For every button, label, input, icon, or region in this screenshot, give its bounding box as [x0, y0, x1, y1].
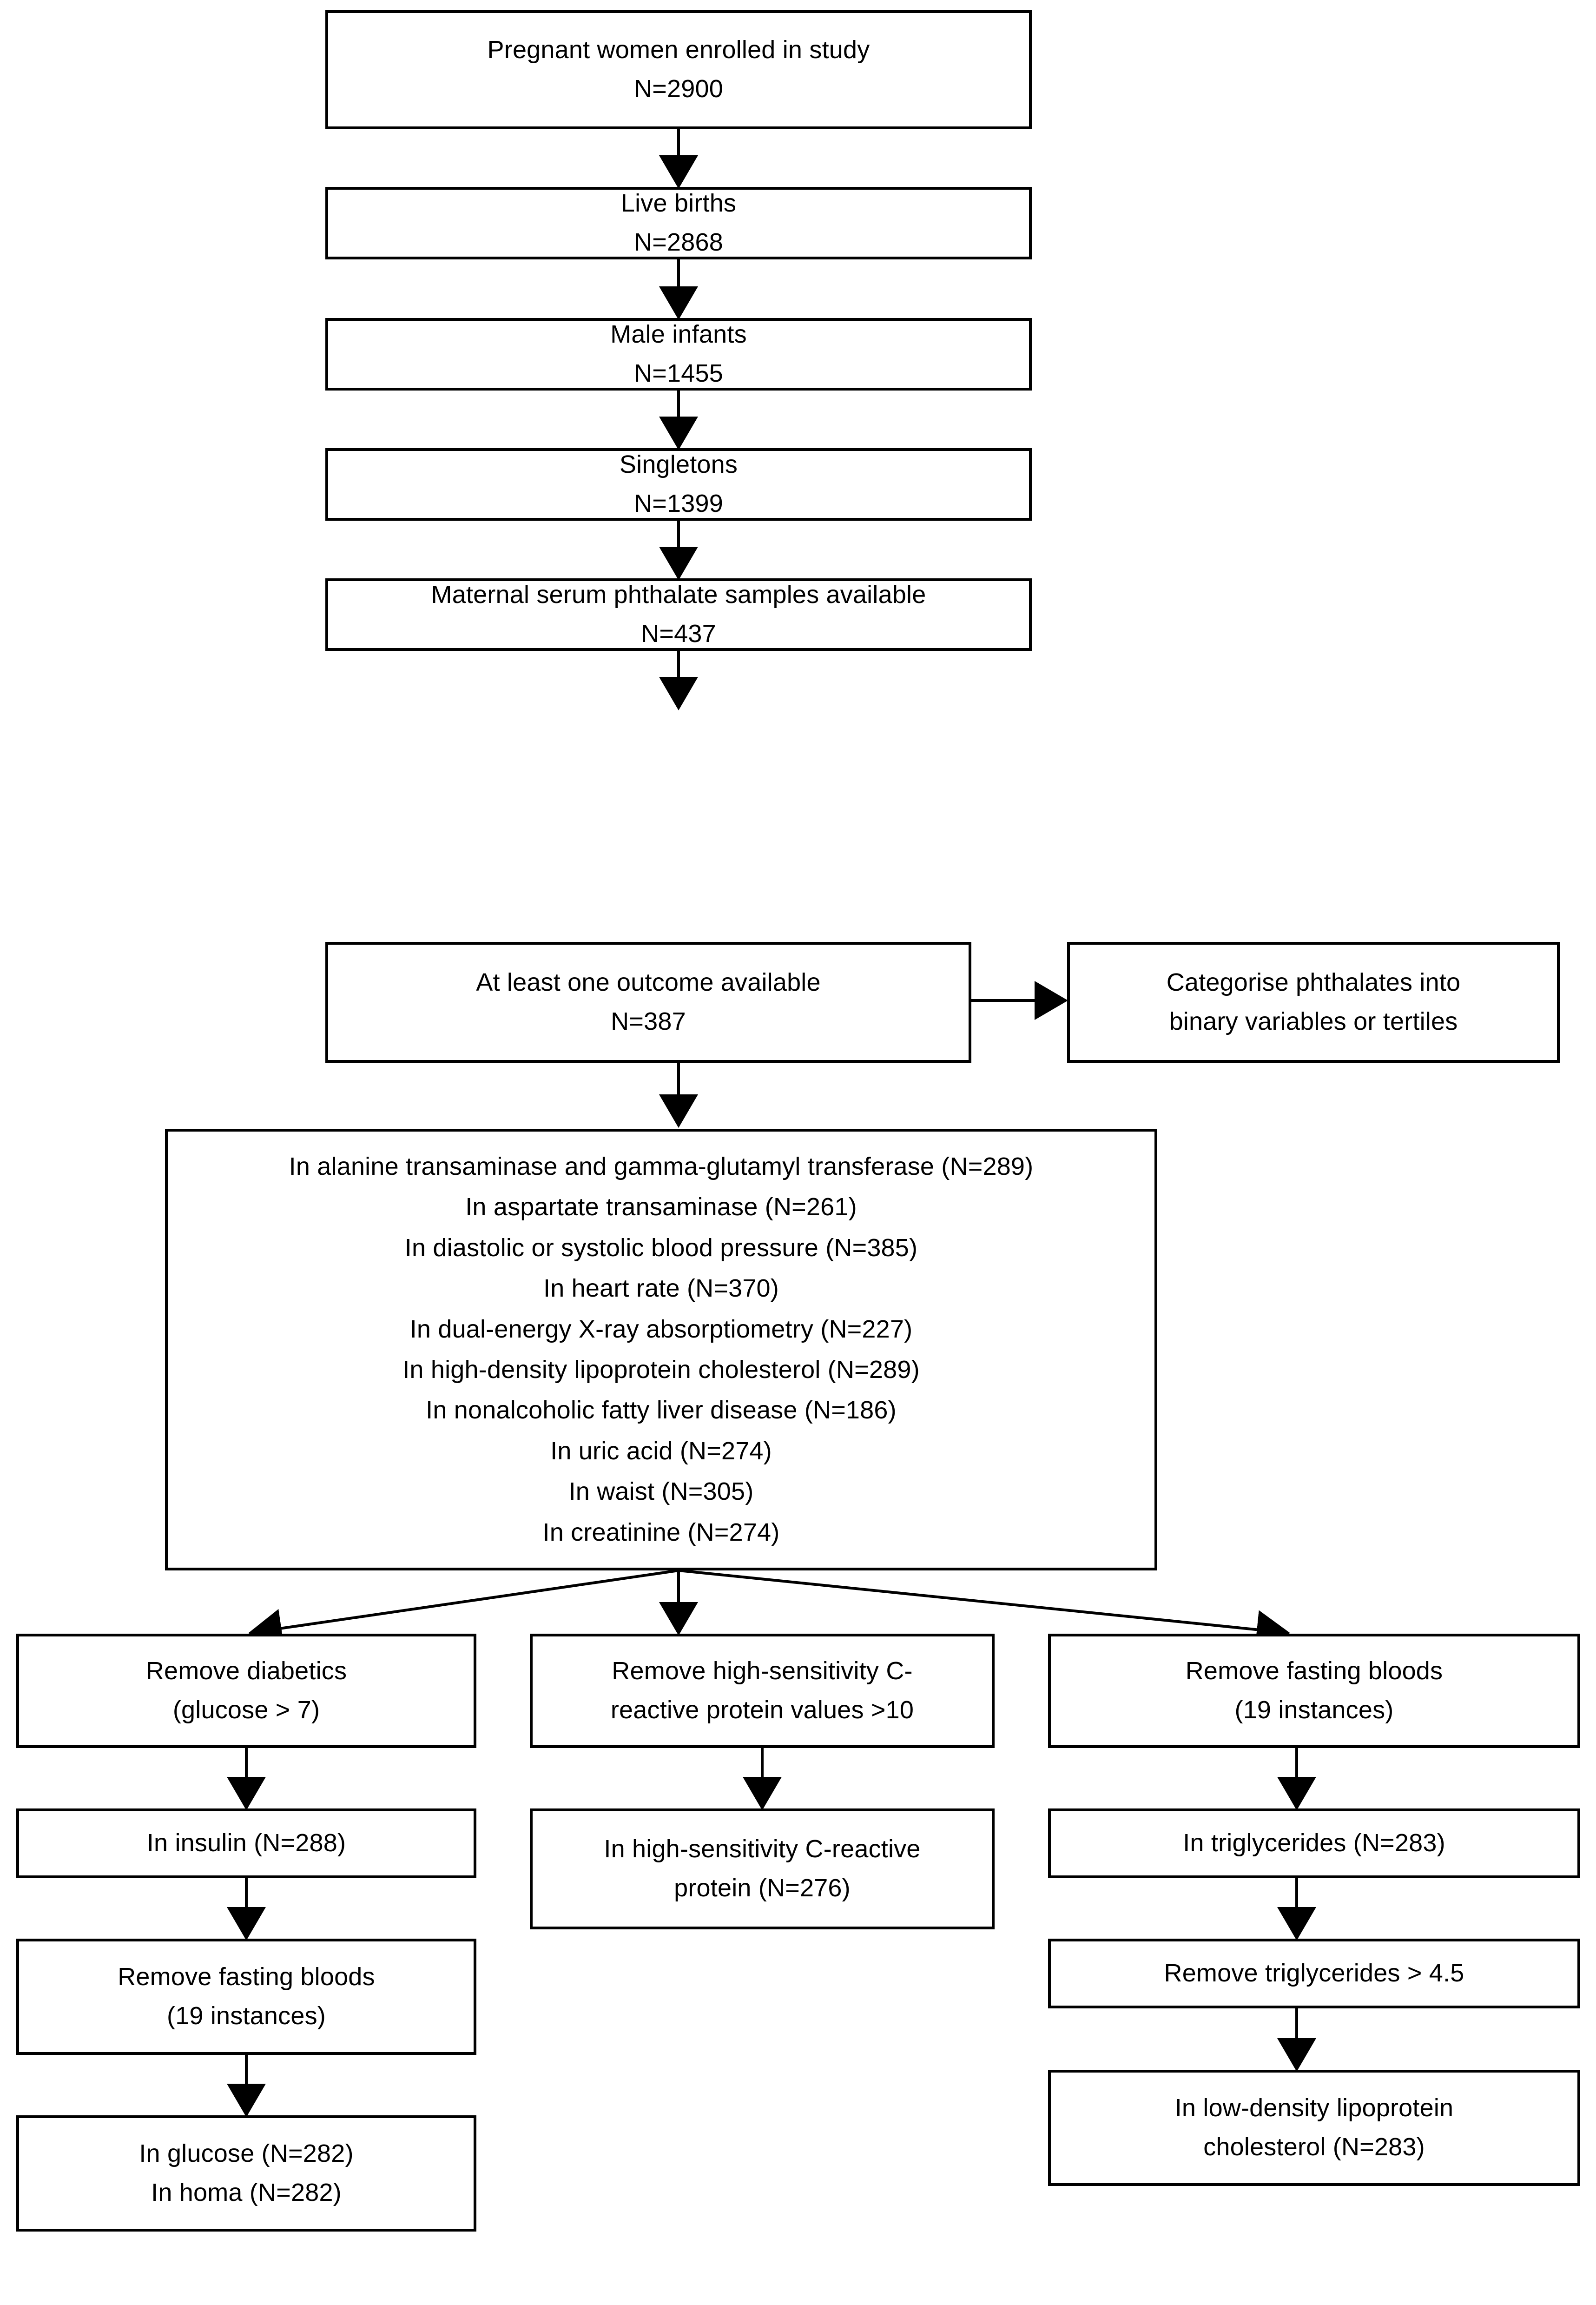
- node-categorise: Categorise phthalates into binary variab…: [1067, 942, 1560, 1063]
- node-outcomes-list: In alanine transaminase and gamma-glutam…: [165, 1129, 1157, 1570]
- node-crp-line1: In high-sensitivity C-reactive: [604, 1835, 921, 1863]
- node-singletons-line1: Singletons: [619, 450, 738, 479]
- node-crp: In high-sensitivity C-reactive protein (…: [530, 1808, 995, 1929]
- outcome-line: In waist (N=305): [568, 1477, 754, 1506]
- node-enrolled: Pregnant women enrolled in study N=2900: [325, 10, 1032, 129]
- outcome-line: In aspartate transaminase (N=261): [465, 1193, 857, 1221]
- node-remove-crp-line2: reactive protein values >10: [610, 1696, 914, 1724]
- node-male-infants-line2: N=1455: [634, 359, 723, 387]
- node-remove-fasting-left: Remove fasting bloods (19 instances): [16, 1939, 476, 2055]
- outcome-line: In heart rate (N=370): [543, 1274, 779, 1303]
- node-crp-line2: protein (N=276): [674, 1874, 851, 1902]
- node-singletons: Singletons N=1399: [325, 448, 1032, 521]
- outcome-line: In dual-energy X-ray absorptiometry (N=2…: [409, 1315, 913, 1343]
- node-glucose-homa-line2: In homa (N=282): [151, 2179, 342, 2206]
- outcome-line: In high-density lipoprotein cholesterol …: [402, 1356, 920, 1384]
- node-ldl-line1: In low-density lipoprotein: [1174, 2094, 1454, 2122]
- node-outcome-available-line2: N=387: [611, 1007, 686, 1035]
- node-remove-diabetics-line2: (glucose > 7): [172, 1696, 320, 1724]
- node-categorise-line2: binary variables or tertiles: [1169, 1007, 1458, 1035]
- node-live-births: Live births N=2868: [325, 187, 1032, 259]
- node-glucose-homa: In glucose (N=282) In homa (N=282): [16, 2115, 476, 2232]
- node-live-births-line2: N=2868: [634, 228, 723, 256]
- node-ldl: In low-density lipoprotein cholesterol (…: [1048, 2070, 1580, 2186]
- node-remove-fasting-left-line2: (19 instances): [167, 2002, 326, 2030]
- edge-outcomes-list-to-remove-diabetics: [248, 1569, 679, 1648]
- node-enrolled-line1: Pregnant women enrolled in study: [487, 36, 870, 64]
- node-remove-trig: Remove triglycerides > 4.5: [1048, 1939, 1580, 2008]
- node-remove-trig-line1: Remove triglycerides > 4.5: [1164, 1959, 1464, 1987]
- node-phthalate-samples-line2: N=437: [641, 620, 716, 648]
- node-outcome-available-line1: At least one outcome available: [476, 968, 821, 997]
- node-remove-fasting-right-line1: Remove fasting bloods: [1185, 1657, 1443, 1685]
- node-categorise-line1: Categorise phthalates into: [1166, 968, 1461, 997]
- node-ldl-line2: cholesterol (N=283): [1203, 2133, 1425, 2161]
- outcome-line: In uric acid (N=274): [550, 1437, 772, 1465]
- node-outcome-available: At least one outcome available N=387: [325, 942, 971, 1063]
- node-male-infants: Male infants N=1455: [325, 318, 1032, 391]
- node-insulin-line1: In insulin (N=288): [146, 1829, 346, 1857]
- outcome-line: In alanine transaminase and gamma-glutam…: [289, 1152, 1034, 1180]
- node-phthalate-samples: Maternal serum phthalate samples availab…: [325, 578, 1032, 651]
- node-remove-diabetics-line1: Remove diabetics: [145, 1657, 347, 1685]
- node-male-infants-line1: Male infants: [610, 320, 747, 349]
- node-triglycerides-line1: In triglycerides (N=283): [1183, 1829, 1445, 1857]
- node-remove-diabetics: Remove diabetics (glucose > 7): [16, 1634, 476, 1748]
- outcome-line: In creatinine (N=274): [542, 1518, 780, 1546]
- node-phthalate-samples-line1: Maternal serum phthalate samples availab…: [431, 581, 926, 609]
- edge-outcomes-list-to-remove-fasting-right: [678, 1569, 1290, 1649]
- node-triglycerides: In triglycerides (N=283): [1048, 1808, 1580, 1878]
- node-live-births-line1: Live births: [620, 189, 737, 218]
- node-glucose-homa-line1: In glucose (N=282): [139, 2139, 354, 2168]
- node-remove-crp: Remove high-sensitivity C- reactive prot…: [530, 1634, 995, 1748]
- node-remove-crp-line1: Remove high-sensitivity C-: [612, 1657, 913, 1685]
- node-remove-fasting-left-line1: Remove fasting bloods: [118, 1963, 375, 1991]
- node-insulin: In insulin (N=288): [16, 1808, 476, 1878]
- node-singletons-line2: N=1399: [634, 490, 723, 517]
- outcome-line: In diastolic or systolic blood pressure …: [404, 1233, 918, 1262]
- node-remove-fasting-right-line2: (19 instances): [1234, 1696, 1394, 1724]
- node-remove-fasting-right: Remove fasting bloods (19 instances): [1048, 1634, 1580, 1748]
- outcome-line: In nonalcoholic fatty liver disease (N=1…: [426, 1396, 897, 1424]
- node-enrolled-line2: N=2900: [634, 75, 723, 103]
